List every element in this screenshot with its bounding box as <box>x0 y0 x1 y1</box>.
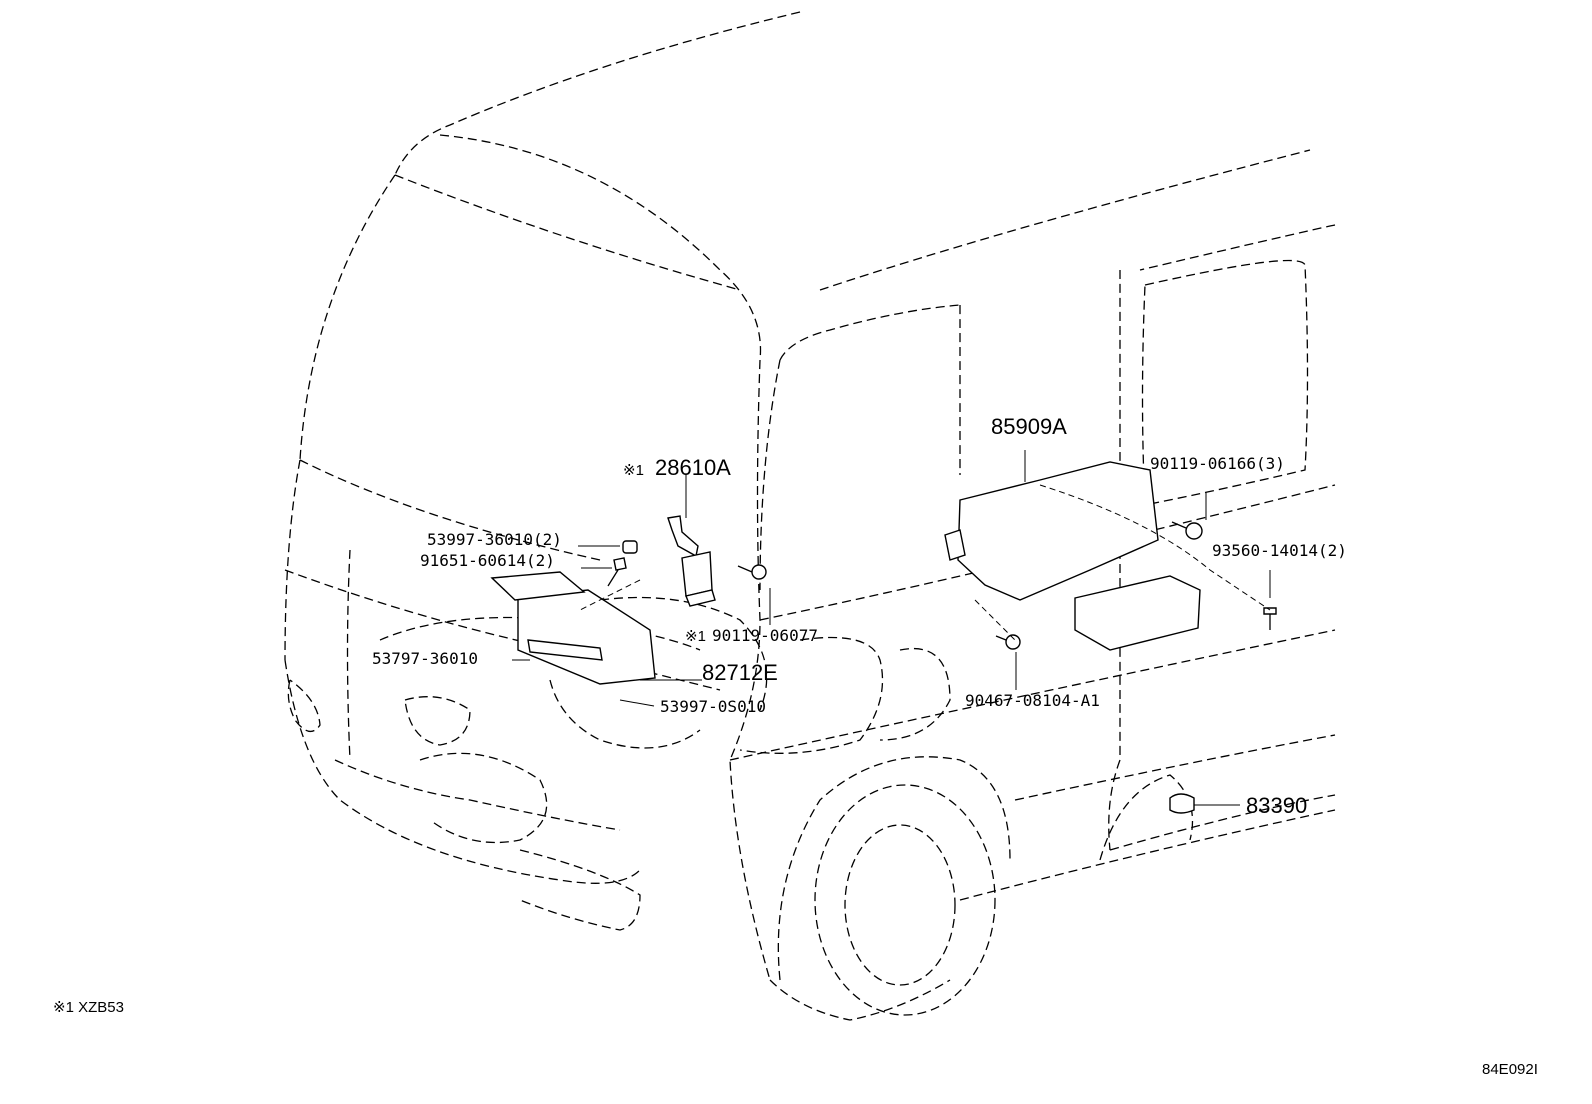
label-90467-08104-A1: 90467-08104-A1 <box>965 691 1100 710</box>
xzb53-mark: ※1 <box>685 628 706 645</box>
label-93560-14014: 93560-14014(2) <box>1212 541 1347 560</box>
callout-90119-06077: ※1 90119-06077 <box>685 626 818 645</box>
van-body-outline <box>284 11 1336 1021</box>
label-53997-0S010: 53997-0S010 <box>660 697 766 716</box>
label-83390: 83390 <box>1246 793 1307 818</box>
label-53997-36010: 53997-36010(2) <box>427 530 562 549</box>
label-85909A: 85909A <box>991 414 1067 439</box>
label-28610A: 28610A <box>655 455 731 480</box>
label-91651-60614: 91651-60614(2) <box>420 551 555 570</box>
leader-lines <box>512 492 1271 806</box>
label-82712E: 82712E <box>702 660 778 685</box>
label-90119-06166: 90119-06166(3) <box>1150 454 1285 473</box>
footnote: ※1 XZB53 <box>53 999 124 1016</box>
fasteners <box>607 521 1277 814</box>
callout-28610A: ※1 28610A <box>623 455 731 480</box>
xzb53-mark: ※1 <box>623 462 644 479</box>
relay-28610A <box>667 474 716 607</box>
label-53797-36010: 53797-36010 <box>372 649 478 668</box>
label-90119-06077: 90119-06077 <box>712 626 818 645</box>
amplifier-85909A <box>944 450 1271 651</box>
relay-block-82712E <box>490 571 656 685</box>
illustration-id: 84E092I <box>1482 1061 1538 1078</box>
